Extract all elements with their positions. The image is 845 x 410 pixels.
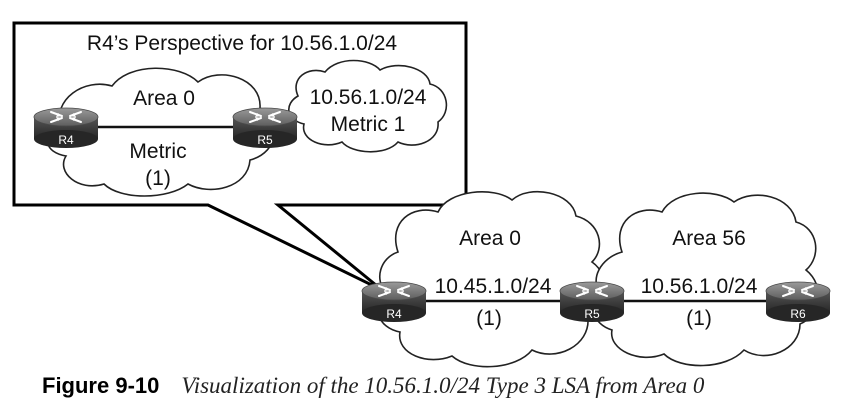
router-r5-label: R5 [584,307,600,321]
callout-area-cloud [47,67,276,197]
link-r5-r6-cost: (1) [686,307,712,330]
link-r4-r5-cost: (1) [476,307,502,330]
callout-router-r4-icon: R4 [33,107,99,149]
callout-router-r5-label: R5 [257,133,273,147]
figure-caption: Figure 9-10 Visualization of the 10.56.1.… [42,373,704,399]
link-r4-r5-subnet: 10.45.1.0/24 [435,275,552,298]
area-56-label: Area 56 [672,227,746,250]
callout-metric-value: (1) [145,167,171,190]
callout-prefix-label: 10.56.1.0/24 [310,86,427,109]
router-r6-label: R6 [790,307,806,321]
router-r5-icon: R5 [559,281,625,323]
router-r4-label: R4 [386,307,402,321]
callout-metric-label: Metric [129,140,186,163]
router-r4-icon: R4 [361,281,427,323]
figure-number: Figure 9-10 [42,373,160,398]
callout-prefix-cloud [288,59,448,153]
figure-title: Visualization of the 10.56.1.0/24 Type 3… [181,373,705,398]
callout-prefix-metric-label: Metric 1 [331,113,406,136]
callout-router-r5-icon: R5 [232,107,298,149]
callout-area-label: Area 0 [133,87,195,110]
area-0-label: Area 0 [459,227,521,250]
router-r6-icon: R6 [765,281,831,323]
callout-router-r4-label: R4 [58,133,74,147]
callout-title: R4’s Perspective for 10.56.1.0/24 [87,32,397,55]
area-56-cloud [592,192,820,367]
link-r5-r6-subnet: 10.56.1.0/24 [641,275,758,298]
